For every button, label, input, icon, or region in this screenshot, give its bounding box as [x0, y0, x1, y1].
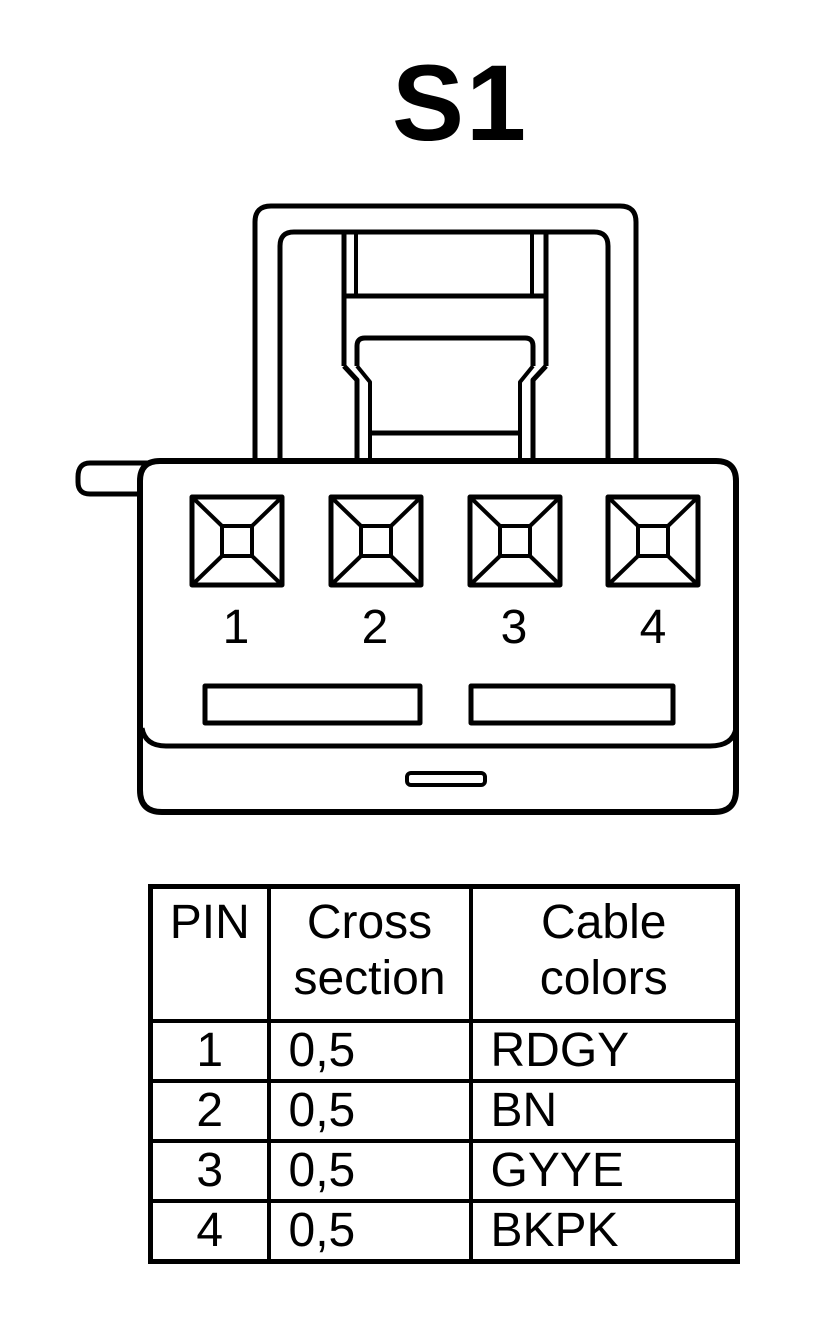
header-pin: PIN: [148, 884, 271, 1023]
table-row: 1 0,5 RDGY: [148, 1019, 740, 1083]
housing-step: [139, 727, 739, 749]
header-colors-line1: Cable: [541, 896, 667, 949]
cell-cross-section: 0,5: [266, 1019, 473, 1083]
pin-label-4: 4: [640, 601, 667, 654]
table-row: 3 0,5 GYYE: [148, 1139, 740, 1203]
pin-cavity-1: [189, 494, 285, 588]
pin-cavity-4: [605, 494, 701, 588]
table-header-row: PIN Cross section Cable colors: [148, 884, 740, 1023]
cell-pin: 2: [148, 1079, 271, 1143]
coding-window-right: [468, 683, 676, 726]
latch-arch-inner: [277, 229, 611, 462]
pin-cavity-2: [328, 494, 424, 588]
cell-cross-section: 0,5: [266, 1139, 473, 1203]
bottom-slot: [405, 771, 487, 787]
connector-title: S1: [391, 42, 529, 163]
cell-cable-color: GYYE: [468, 1139, 740, 1203]
coding-window-left: [202, 683, 423, 726]
header-colors-line2: colors: [539, 952, 668, 1005]
cell-pin: 1: [148, 1019, 271, 1083]
pin-label-3: 3: [501, 601, 528, 654]
latch-tongue: [341, 234, 549, 460]
housing-outline: [137, 458, 739, 815]
side-key-tab: [75, 460, 150, 497]
header-cable-colors: Cable colors: [468, 884, 740, 1023]
pin-assignment-table: PIN Cross section Cable colors 1 0,5 RDG…: [148, 884, 740, 1264]
pin-label-1: 1: [223, 601, 250, 654]
cell-cable-color: BKPK: [468, 1199, 740, 1264]
latch-arch-outer: [252, 203, 639, 462]
pin-label-2: 2: [362, 601, 389, 654]
table-row: 4 0,5 BKPK: [148, 1199, 740, 1264]
header-cross-line2: section: [293, 952, 446, 1005]
header-cross-section: Cross section: [266, 884, 473, 1023]
header-cross-line1: Cross: [306, 896, 433, 949]
cell-cross-section: 0,5: [266, 1079, 473, 1143]
pin-cavity-3: [467, 494, 563, 588]
cell-pin: 4: [148, 1199, 271, 1264]
cell-cable-color: RDGY: [468, 1019, 740, 1083]
cell-cable-color: BN: [468, 1079, 740, 1143]
table-row: 2 0,5 BN: [148, 1079, 740, 1143]
connector-drawing: 1 2 3 4: [75, 203, 739, 815]
cell-cross-section: 0,5: [266, 1199, 473, 1264]
cell-pin: 3: [148, 1139, 271, 1203]
